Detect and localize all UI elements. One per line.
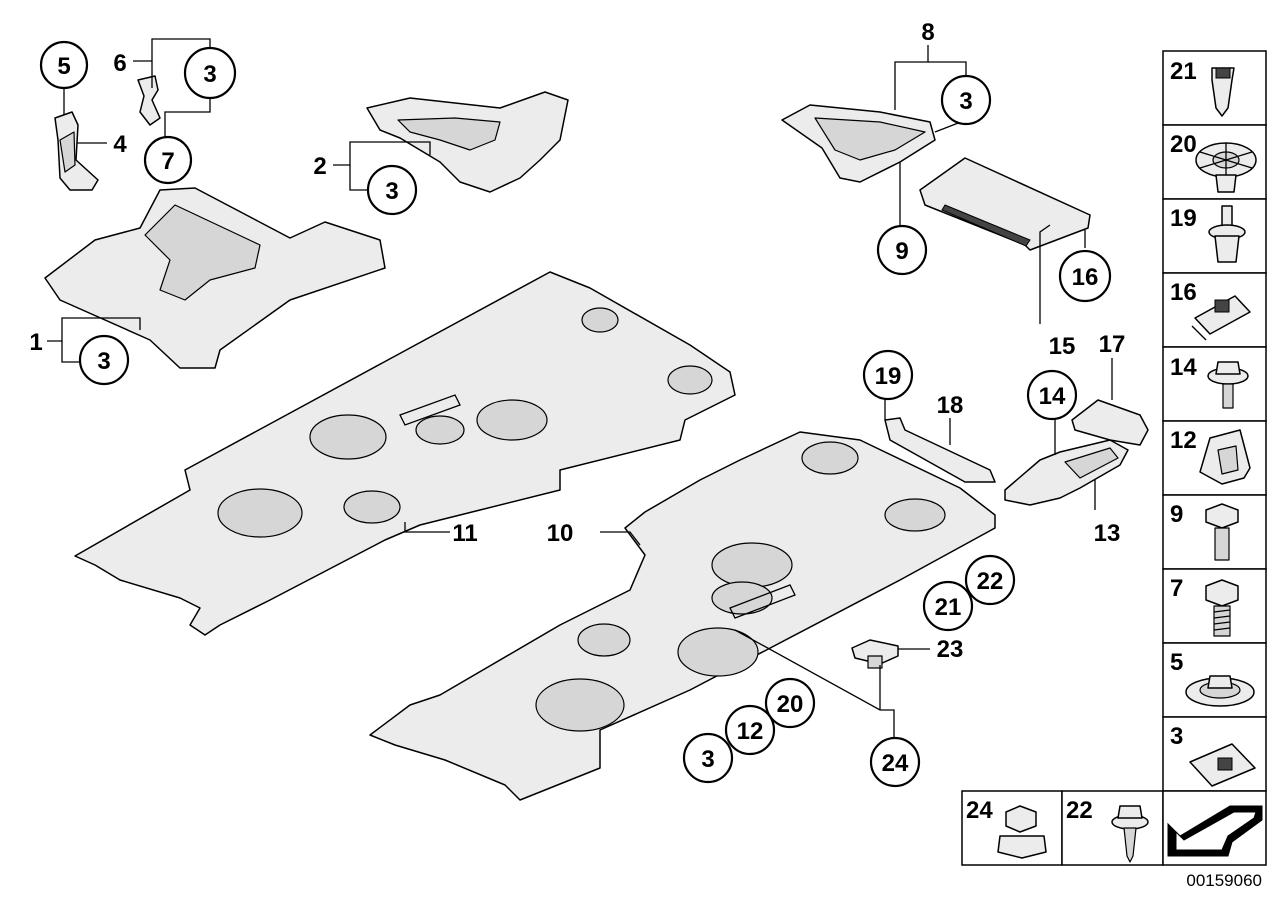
collar-nut-icon: [1185, 675, 1255, 707]
spring-clip-icon: [1199, 429, 1251, 485]
bracket-part-4: [54, 111, 99, 191]
callout-label-2: 2: [313, 153, 326, 180]
underbody-panel-part-11: [74, 271, 736, 636]
callout-label-3: 3: [959, 88, 972, 115]
underbody-panel-part-1: [44, 187, 386, 369]
leader-lines: [47, 38, 1113, 740]
legend-cell-label: 3: [1170, 723, 1183, 750]
collar-screw-icon: [1207, 361, 1249, 409]
fastener-legend: 21 20 19: [1162, 50, 1267, 792]
callout-21[interactable]: 21: [922, 580, 974, 632]
legend-cell-label: 21: [1170, 58, 1197, 85]
callout-22[interactable]: 22: [964, 554, 1016, 606]
legend-cell-arrow[interactable]: [1162, 790, 1267, 866]
callout-label-3: 3: [203, 61, 216, 88]
callout-label-18: 18: [937, 392, 964, 419]
diagram-code: 00159060: [1186, 871, 1262, 890]
clip-nut-icon: [1189, 743, 1256, 787]
expanding-rivet-icon: [1208, 205, 1246, 263]
legend-cell-label: 5: [1170, 649, 1183, 676]
callout-label-6: 6: [113, 50, 126, 77]
legend-cell-21[interactable]: 21: [1162, 50, 1267, 126]
legend-cell-label: 19: [1170, 205, 1197, 232]
callout-5[interactable]: 5: [39, 40, 89, 90]
callout-12[interactable]: 12: [724, 704, 776, 756]
legend-cell-label: 22: [1066, 797, 1093, 824]
legend-cell-3[interactable]: 3: [1162, 716, 1267, 792]
callout-label-16: 16: [1072, 264, 1099, 291]
callout-label-17: 17: [1099, 331, 1126, 358]
callout-label-20: 20: [777, 691, 804, 718]
callout-label-24: 24: [882, 750, 909, 777]
legend-cell-label: 9: [1170, 501, 1183, 528]
callout-label-9: 9: [895, 238, 908, 265]
callout-label-15: 15: [1049, 333, 1076, 360]
underbody-panel-part-10: [369, 431, 996, 801]
legend-cell-7[interactable]: 7: [1162, 568, 1267, 644]
nut-plate-part-23: [851, 639, 899, 669]
legend-cell-label: 20: [1170, 131, 1197, 158]
legend-cell-16[interactable]: 16: [1162, 272, 1267, 348]
callout-3d[interactable]: 3: [940, 74, 992, 126]
plastic-rivet-icon: [1195, 142, 1257, 193]
callout-label-11: 11: [452, 520, 477, 547]
callout-14[interactable]: 14: [1026, 369, 1078, 421]
shield-part-8: [781, 104, 936, 183]
hex-bolt-icon: [1205, 503, 1239, 561]
callout-label-19: 19: [875, 363, 902, 390]
callout-label-13: 13: [1094, 520, 1121, 547]
legend-cell-12[interactable]: 12: [1162, 420, 1267, 496]
legend-cell-24[interactable]: 24: [961, 790, 1063, 866]
legend-cell-label: 24: [966, 797, 993, 824]
callout-3c[interactable]: 3: [78, 334, 130, 386]
callout-label-22: 22: [977, 568, 1004, 595]
legend-cell-label: 12: [1170, 427, 1197, 454]
bracket-part-17: [1071, 399, 1149, 446]
callout-label-8: 8: [921, 19, 934, 46]
callout-label-21: 21: [935, 594, 962, 621]
hex-nut-icon: [997, 805, 1047, 859]
legend-cell-5[interactable]: 5: [1162, 642, 1267, 718]
callout-3b[interactable]: 3: [366, 164, 418, 216]
legend-cell-label: 7: [1170, 575, 1183, 602]
callout-label-7: 7: [161, 148, 174, 175]
legend-cell-label: 14: [1170, 354, 1197, 381]
callout-label-10: 10: [547, 520, 574, 547]
callout-3a[interactable]: 3: [183, 46, 237, 100]
panel-part-15: [919, 157, 1091, 251]
callout-label-3: 3: [97, 348, 110, 375]
flange-bolt-icon: [1205, 579, 1239, 637]
expanding-nut-icon: [1211, 67, 1235, 117]
callout-label-5: 5: [57, 53, 70, 80]
legend-cell-20[interactable]: 20: [1162, 124, 1267, 200]
callout-20[interactable]: 20: [764, 677, 816, 729]
bracket-part-18: [884, 417, 996, 483]
callout-3e[interactable]: 3: [682, 732, 734, 784]
callout-label-1: 1: [29, 329, 42, 356]
clip-nut-icon: [1191, 295, 1251, 341]
callout-16[interactable]: 16: [1058, 249, 1112, 303]
callout-label-14: 14: [1039, 383, 1066, 410]
callout-label-3: 3: [385, 178, 398, 205]
direction-arrow-icon: [1167, 805, 1263, 857]
bracket-part-6: [137, 75, 161, 126]
callout-7[interactable]: 7: [143, 135, 193, 185]
legend-cell-label: 16: [1170, 279, 1197, 306]
callout-9[interactable]: 9: [876, 224, 928, 276]
legend-cell-19[interactable]: 19: [1162, 198, 1267, 274]
callout-24[interactable]: 24: [869, 736, 921, 788]
callout-label-23: 23: [937, 636, 964, 663]
callout-label-3: 3: [701, 746, 714, 773]
callout-19[interactable]: 19: [862, 349, 914, 401]
callout-label-12: 12: [737, 718, 764, 745]
legend-cell-14[interactable]: 14: [1162, 346, 1267, 422]
legend-cell-22[interactable]: 22: [1061, 790, 1164, 866]
bracket-part-13: [1004, 439, 1129, 506]
callout-label-4: 4: [113, 131, 127, 158]
legend-cell-9[interactable]: 9: [1162, 494, 1267, 570]
tapping-screw-icon: [1111, 805, 1149, 863]
bottom-legend: 24 22: [961, 790, 1267, 866]
